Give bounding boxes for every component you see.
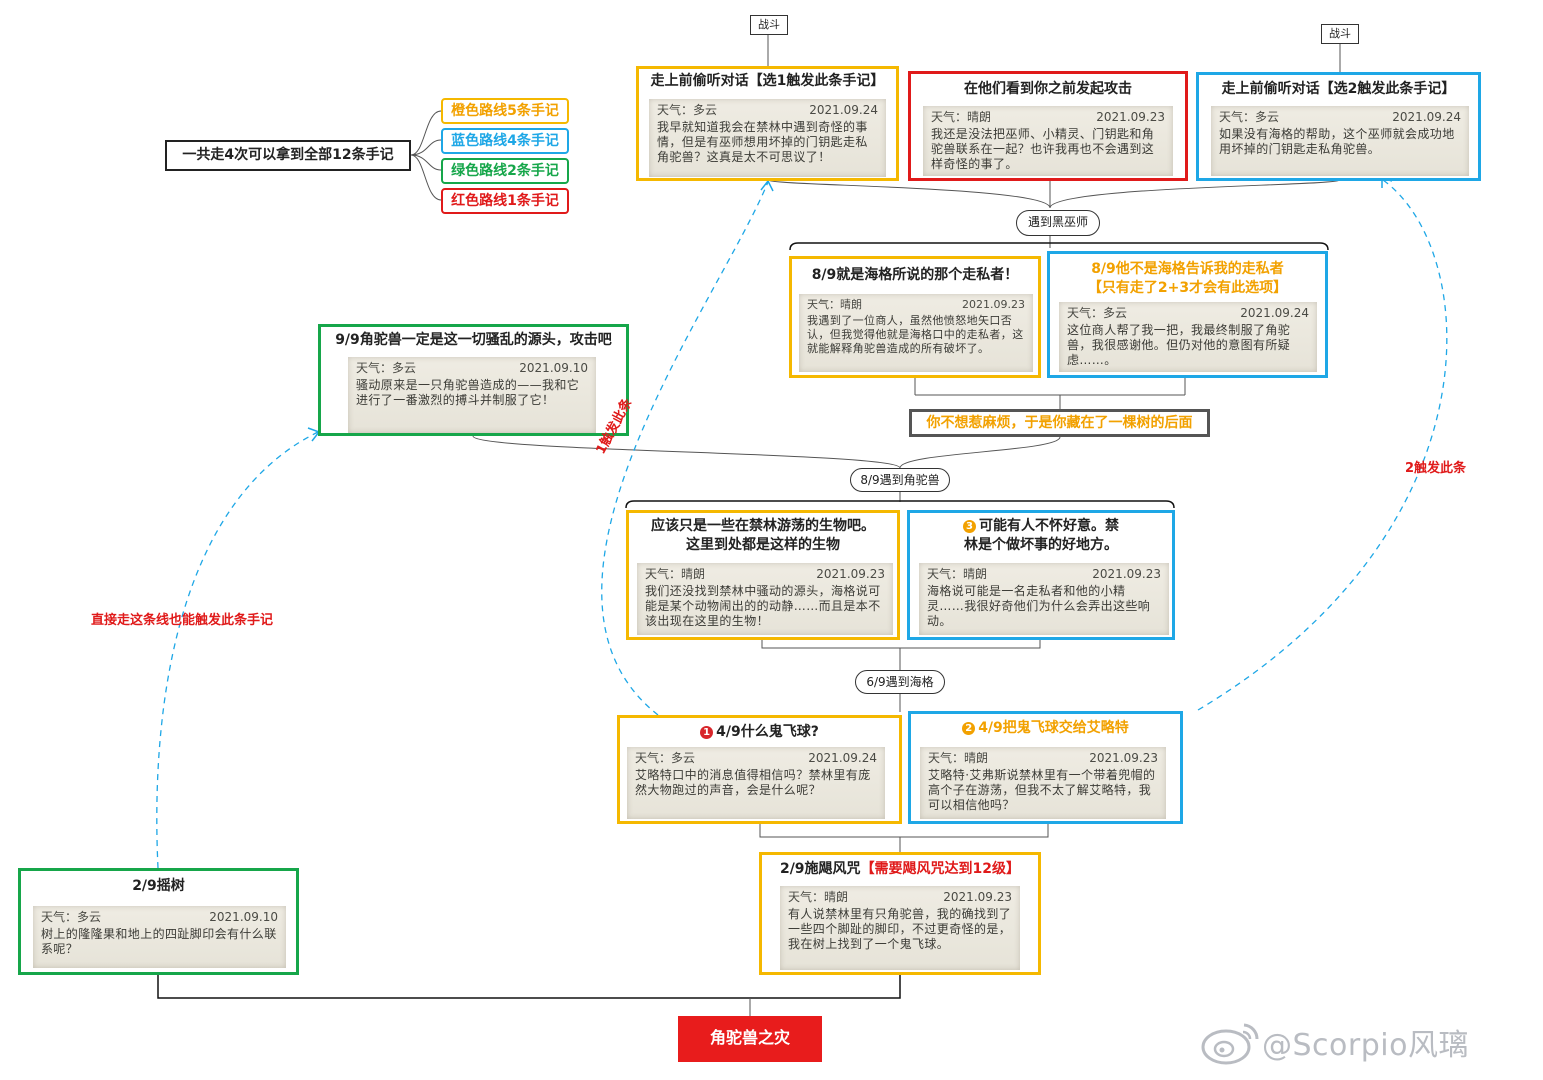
step-badge: 1 bbox=[700, 726, 714, 739]
legend-red-route: 红色路线1条手记 bbox=[441, 188, 569, 214]
legend-blue-route: 蓝色路线4条手记 bbox=[441, 128, 569, 154]
step-badge: 3 bbox=[963, 520, 976, 533]
root-title: 角驼兽之灾 bbox=[678, 1016, 822, 1062]
encounter-horned-beast: 8/9遇到角驼兽 bbox=[850, 468, 950, 492]
watermark: @Scorpio风璃 bbox=[1200, 1016, 1535, 1068]
encounter-black-wizard: 遇到黑巫师 bbox=[1016, 210, 1100, 236]
hide-behind-tree-option: 你不想惹麻烦，于是你藏在了一棵树的后面 bbox=[909, 409, 1210, 437]
weibo-logo-icon bbox=[1201, 1023, 1259, 1065]
fight-tag-left: 战斗 bbox=[750, 15, 788, 35]
summary-box: 一共走4次可以拿到全部12条手记 bbox=[165, 140, 411, 171]
annotation-trigger-2: 2触发此条 bbox=[1405, 461, 1467, 476]
step-badge: 2 bbox=[962, 722, 976, 735]
fight-tag-right: 战斗 bbox=[1321, 24, 1359, 44]
annotation-direct-route: 直接走这条线也能触发此条手记 bbox=[91, 613, 274, 628]
legend-orange-route: 橙色路线5条手记 bbox=[441, 98, 569, 124]
legend-green-route: 绿色路线2条手记 bbox=[441, 158, 569, 184]
encounter-hagrid: 6/9遇到海格 bbox=[855, 670, 945, 694]
